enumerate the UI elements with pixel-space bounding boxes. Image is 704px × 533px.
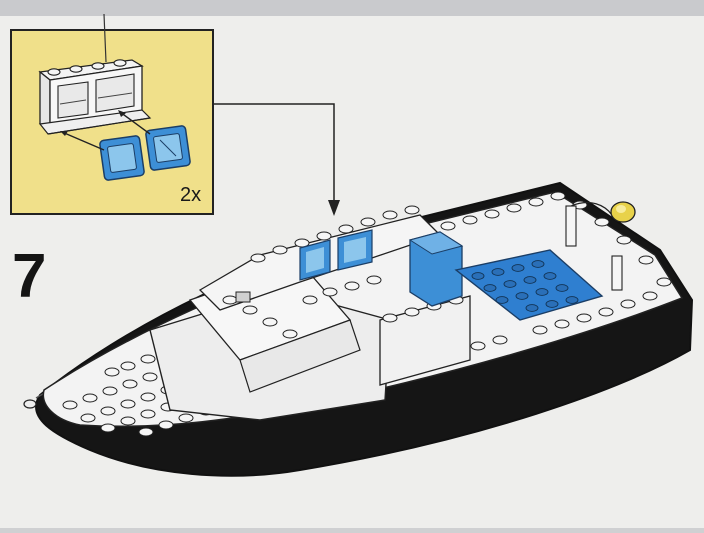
installed-window-icon (299, 229, 373, 281)
scan-edge (0, 0, 704, 16)
quantity-label: 2x (180, 184, 202, 206)
boat-model-icon (23, 181, 694, 477)
step-number: 7 (12, 242, 47, 311)
lego-window-pane-icon (99, 135, 145, 181)
parts-callout (10, 13, 214, 215)
blue-cockpit-floor (454, 249, 604, 321)
yellow-light-icon (610, 201, 636, 223)
lego-window-pane-icon (145, 125, 191, 171)
rear-rim-studs (440, 191, 672, 351)
arrow-down-icon (214, 103, 340, 216)
rear-railing (565, 202, 623, 291)
arrow-icon (61, 111, 151, 151)
